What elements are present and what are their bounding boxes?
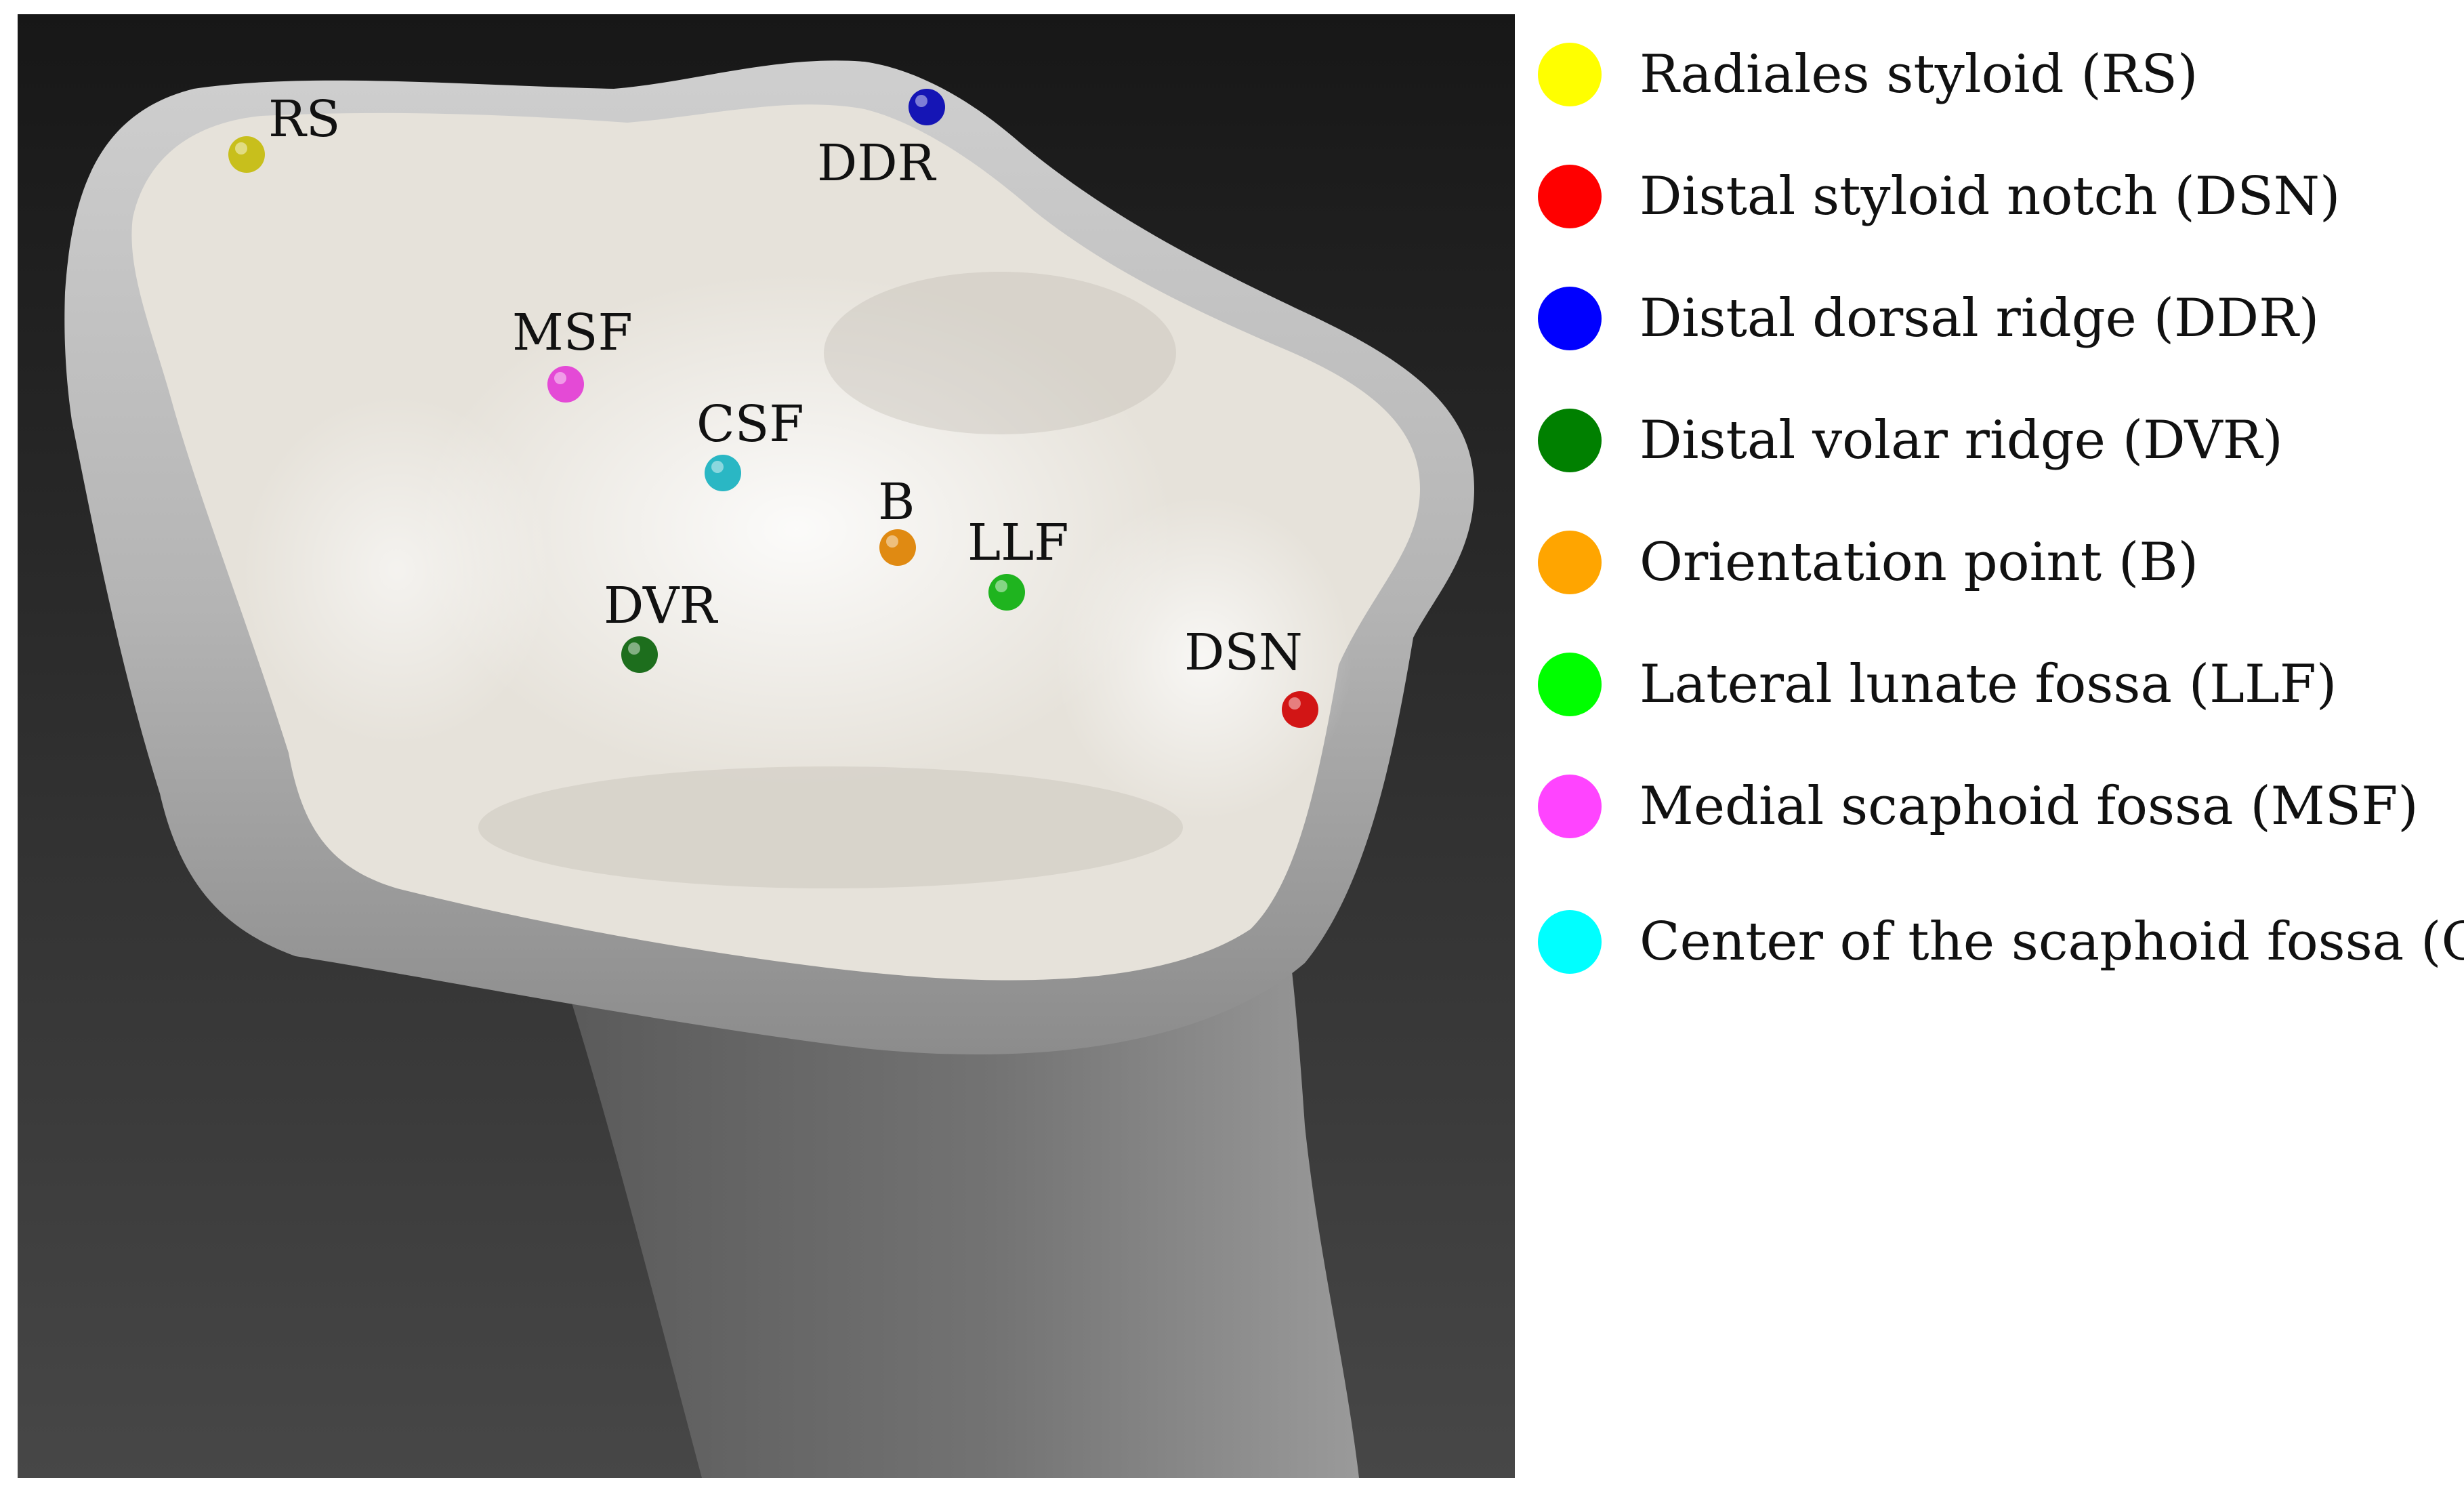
red-dot-icon — [1538, 165, 1602, 228]
legend-label: Center of the scaphoid fossa (CSF) — [1640, 911, 2464, 972]
bone-render-panel: RS DSN DDR DVR B LLF MSF CSF — [18, 14, 1515, 1478]
highlight-left — [241, 394, 553, 746]
landmark-sphere-b — [879, 529, 916, 566]
dark-green-dot-icon — [1538, 409, 1602, 472]
landmark-label-dsn: DSN — [1184, 623, 1303, 682]
shadow-ridge — [824, 272, 1176, 434]
landmark-sphere-rs — [228, 136, 265, 173]
landmark-label-b: B — [878, 473, 915, 531]
legend-item-dvr: Distal volar ridge (DVR) — [1538, 400, 2283, 481]
blue-dot-icon — [1538, 287, 1602, 350]
light-green-dot-icon — [1538, 653, 1602, 716]
legend-label: Distal volar ridge (DVR) — [1640, 410, 2283, 471]
landmark-label-dvr: DVR — [604, 577, 718, 635]
legend-label: Lateral lunate fossa (LLF) — [1640, 654, 2337, 715]
landmark-label-msf: MSF — [512, 304, 633, 362]
legend-item-rs: Radiales styloid (RS) — [1538, 34, 2198, 115]
landmark-sphere-csf — [705, 455, 741, 491]
landmark-legend: Radiales styloid (RS) Distal styloid notc… — [1538, 0, 2464, 1016]
orange-dot-icon — [1538, 531, 1602, 594]
cyan-dot-icon — [1538, 910, 1602, 974]
yellow-dot-icon — [1538, 43, 1602, 106]
landmark-label-csf: CSF — [696, 395, 804, 453]
legend-label: Distal styloid notch (DSN) — [1640, 166, 2341, 227]
legend-item-llf: Lateral lunate fossa (LLF) — [1538, 644, 2337, 725]
landmark-label-ddr: DDR — [817, 134, 937, 192]
landmark-sphere-dvr — [621, 636, 658, 673]
radius-bone-render: RS DSN DDR DVR B LLF MSF CSF — [18, 14, 1515, 1478]
landmark-label-llf: LLF — [967, 514, 1069, 572]
legend-item-ddr: Distal dorsal ridge (DDR) — [1538, 278, 2319, 359]
legend-label: Distal dorsal ridge (DDR) — [1640, 288, 2320, 349]
landmark-sphere-msf — [547, 366, 584, 403]
bone-shaft — [546, 916, 1359, 1478]
legend-label: Radiales styloid (RS) — [1640, 44, 2198, 105]
legend-item-dsn: Distal styloid notch (DSN) — [1538, 156, 2340, 237]
highlight-center — [417, 272, 1176, 787]
magenta-dot-icon — [1538, 775, 1602, 838]
legend-item-msf: Medial scaphoid fossa (MSF) — [1538, 766, 2419, 847]
legend-item-b: Orientation point (B) — [1538, 522, 2198, 603]
landmark-labels: RS DSN DDR DVR B LLF MSF CSF — [268, 90, 1303, 682]
legend-label: Orientation point (B) — [1640, 532, 2199, 593]
landmark-sphere-dsn — [1282, 691, 1318, 728]
legend-item-csf: Center of the scaphoid fossa (CSF) — [1538, 901, 2464, 983]
landmark-sphere-ddr — [909, 89, 945, 125]
landmark-spheres — [228, 89, 1318, 728]
landmark-sphere-llf — [988, 574, 1025, 611]
highlight-right — [1054, 495, 1352, 821]
landmark-label-rs: RS — [268, 90, 340, 148]
shadow-lower — [478, 766, 1183, 888]
legend-label: Medial scaphoid fossa (MSF) — [1640, 776, 2419, 837]
radius-bone — [64, 60, 1475, 1478]
